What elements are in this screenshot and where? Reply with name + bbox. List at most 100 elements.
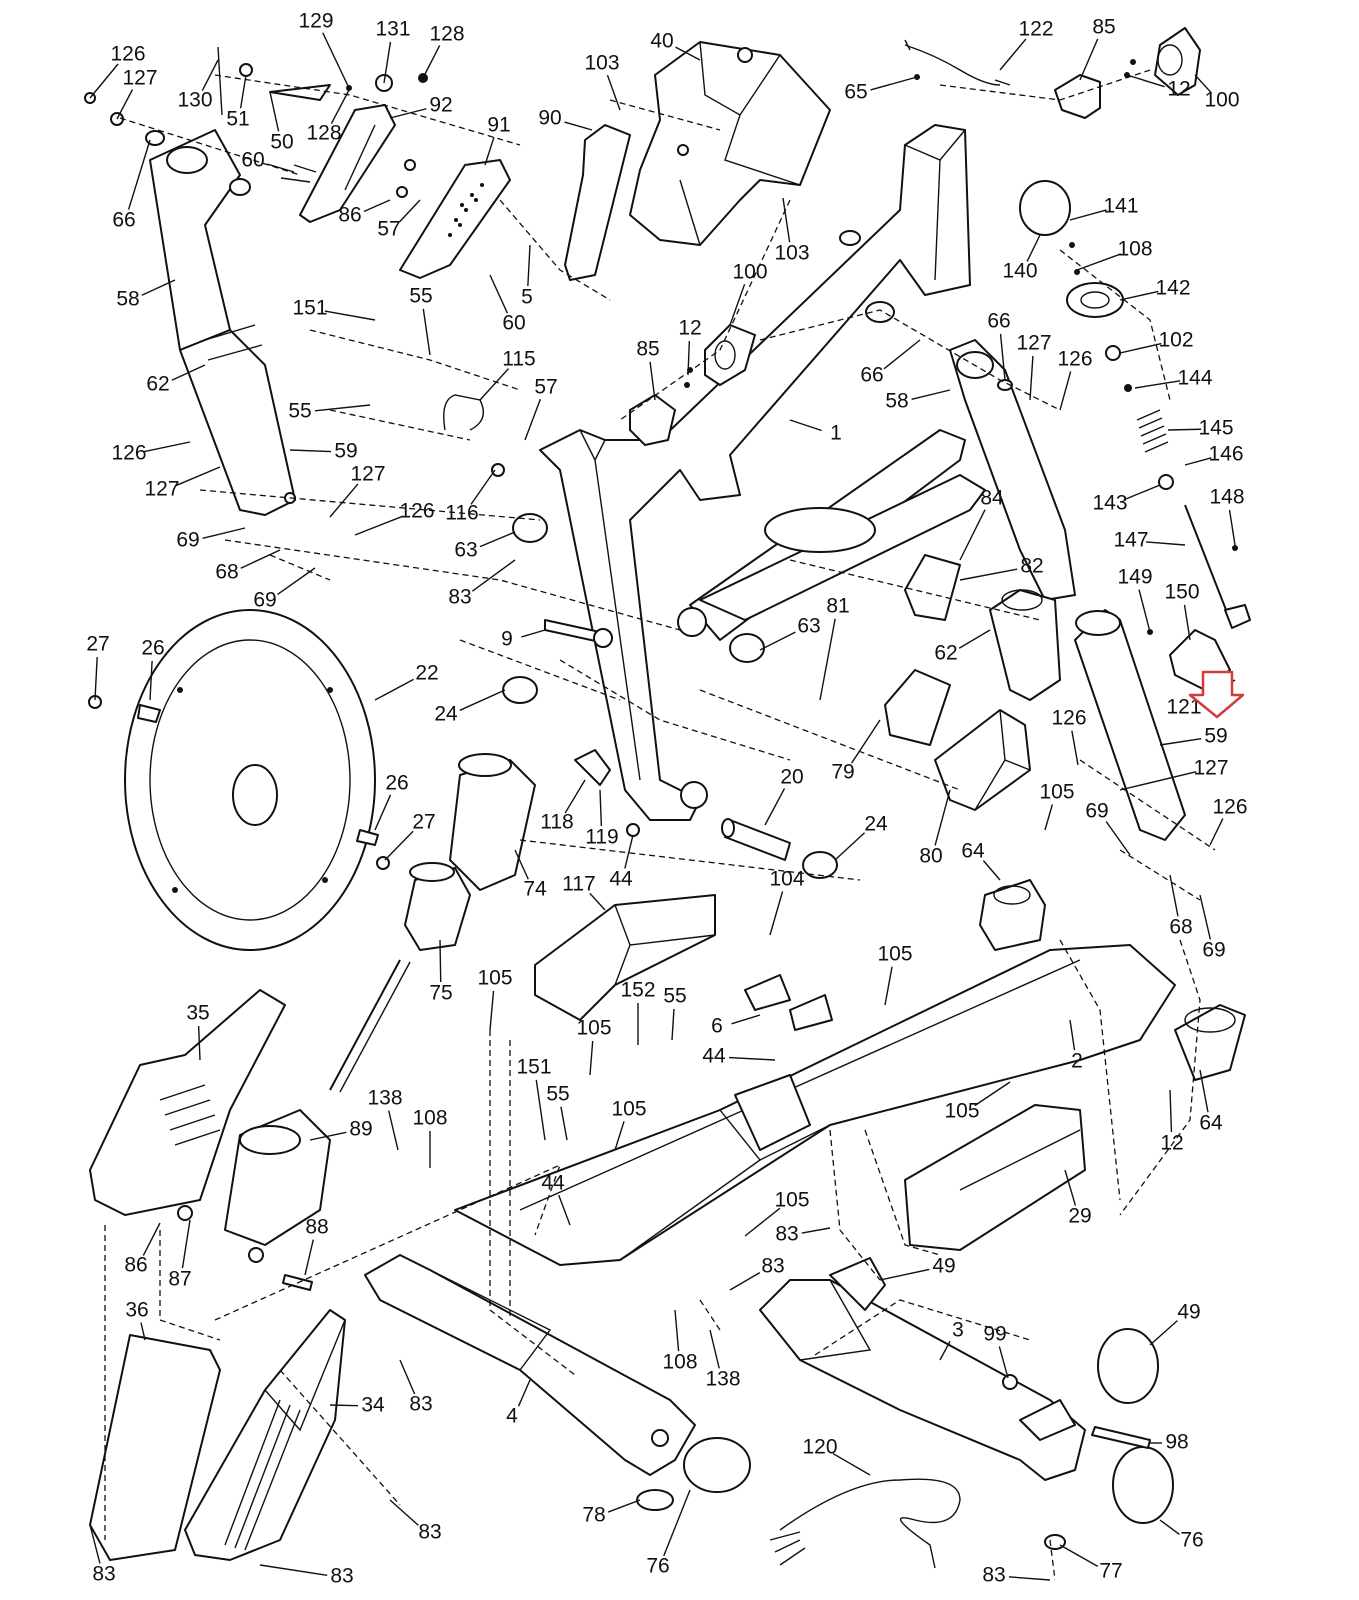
part-number-label: 126 [111,442,146,465]
leader-line [471,559,516,592]
part-number-label: 83 [448,586,471,609]
part-number-label: 140 [1002,260,1037,283]
flywheel-22 [88,609,390,951]
part-number-label: 66 [987,310,1010,333]
part-number-label: 128 [306,122,341,145]
part-number-label: 3 [952,1319,964,1342]
leader-line [1126,74,1165,88]
part-number-label: 108 [662,1351,697,1374]
cover-117 [534,894,716,1021]
part-number-label: 12 [678,317,701,340]
leader-line [141,279,176,296]
leader-line [1138,589,1151,633]
leader-line [560,1106,568,1141]
leader-line [674,1309,680,1352]
leader-line [535,1079,546,1141]
part-number-label: 85 [636,338,659,361]
leader-line [524,398,542,441]
pedal-parts [299,104,511,279]
part-number-label: 90 [538,107,561,130]
leader-line [94,656,98,701]
part-number-label: 120 [802,1436,837,1459]
part-number-label: 69 [1085,800,1108,823]
part-number-label: 148 [1209,486,1244,509]
base-frame-2 [454,879,1246,1266]
leader-line [149,660,153,701]
leader-line [911,389,951,401]
part-number-label: 44 [541,1172,565,1195]
part-number-label: 105 [477,967,512,990]
leader-line [624,834,634,869]
leader-line [489,274,509,314]
leader-line [729,283,746,326]
leader-line [309,1131,347,1141]
leader-line [1194,74,1212,94]
leader-line [884,966,893,1006]
leader-line [374,678,414,701]
leader-line [1069,209,1107,221]
leader-line [459,689,506,711]
part-number-label: 74 [523,878,547,901]
part-number-label: 146 [1208,443,1243,466]
leader-line [851,719,881,764]
leader-line [422,45,441,79]
leader-line [789,419,822,432]
parts-art [84,27,1251,1581]
part-number-label: 77 [1099,1560,1122,1583]
leader-line [564,779,586,814]
upright-90 [564,124,631,281]
part-number-label: 105 [1039,781,1074,804]
leader-line [564,121,593,131]
leader-line [389,108,427,119]
leader-line [489,990,495,1031]
part-number-label: 83 [418,1521,441,1544]
part-number-label: 105 [877,943,912,966]
left-upright-arm [145,129,296,516]
leader-line [1145,541,1186,546]
part-number-label: 100 [1204,89,1239,112]
part-number-label: 102 [1158,329,1193,352]
leader-line [330,89,350,124]
leader-line [614,1121,625,1151]
leader-line [514,849,529,880]
leader-line [731,1014,761,1025]
part-number-label: 35 [186,1002,209,1025]
part-number-label: 44 [609,868,633,891]
part-number-label: 58 [885,390,908,413]
part-number-label: 12 [1167,78,1190,101]
adjuster-85-100 [1054,27,1201,119]
leader-line [728,1056,776,1061]
leader-line [304,1239,314,1276]
leader-line [1069,1019,1076,1051]
part-number-label: 92 [429,94,452,117]
leader-line [422,308,431,356]
part-number-label: 152 [620,979,655,1002]
part-number-label: 49 [1177,1301,1200,1324]
part-number-label: 98 [1165,1431,1188,1454]
part-number-label: 118 [540,811,573,834]
leader-line [143,441,191,453]
leader-line [959,568,1018,581]
leader-line [1228,509,1236,546]
leader-line [663,1489,691,1557]
part-number-label: 126 [1057,348,1092,371]
part-number-label: 66 [860,364,883,387]
part-number-label: 80 [919,845,942,868]
leader-line [782,197,791,243]
part-number-label: 83 [409,1393,432,1416]
part-number-label: 1 [830,422,842,445]
console-40 [629,41,831,246]
leader-line [1123,484,1161,501]
leader-line [998,1346,1009,1379]
leader-line [934,789,951,846]
electronics [884,554,1061,811]
leader-line [1119,771,1197,791]
part-number-label: 122 [1018,18,1053,41]
part-number-label: 105 [576,1017,611,1040]
part-number-label: 27 [86,633,109,656]
leader-line [329,483,359,518]
part-number-label: 91 [487,114,510,137]
part-number-label: 145 [1198,417,1233,440]
motor-35-89 [89,989,331,1291]
part-number-label: 149 [1117,566,1152,589]
